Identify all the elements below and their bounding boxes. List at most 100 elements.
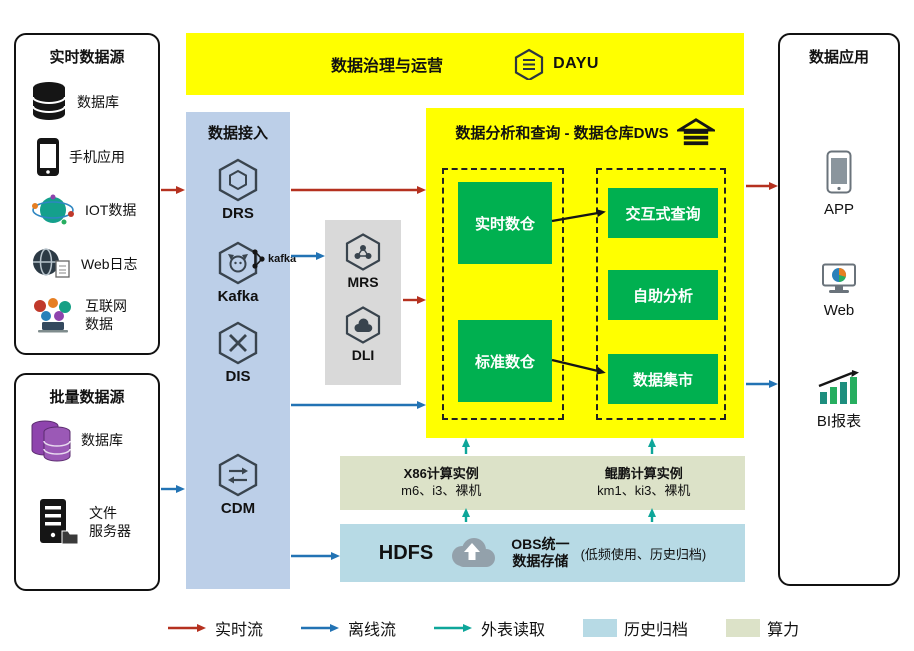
x86-spec: m6、i3、裸机	[401, 483, 482, 498]
dis-icon	[218, 321, 258, 365]
realtime-dwh-box: 实时数仓	[458, 182, 552, 264]
iot-icon	[32, 194, 74, 225]
applications-title: 数据应用	[808, 49, 869, 66]
batch-sources-panel: 批量数据源 数据库	[14, 373, 160, 591]
list-item: 数据库	[30, 417, 123, 463]
selfservice-analysis-box: 自助分析	[608, 270, 718, 320]
bi-chart-icon	[818, 370, 859, 404]
data-mart-box: 数据集市	[608, 354, 718, 404]
hdfs-label: HDFS	[378, 541, 434, 564]
dws-title: 数据分析和查询 - 数据仓库DWS	[455, 124, 669, 142]
kafka-label: Kafka	[217, 288, 259, 305]
storage-bar: HDFS OBS统一数据存储 (低频使用、历史归档)	[340, 524, 745, 582]
x86-title: X86计算实例	[403, 466, 479, 482]
applications-panel: 数据应用 APP Web	[778, 33, 900, 586]
legend-compute-label: 算力	[767, 622, 800, 639]
obs-label: OBS统一数据存储	[511, 536, 570, 569]
analytics-services-panel: MRS DLI	[325, 220, 401, 385]
obs-cloud-icon	[452, 538, 496, 567]
legend-external-read-label: 外表读取	[481, 622, 546, 639]
dwh-right-group: 交互式查询 自助分析 数据集市	[596, 168, 726, 420]
list-item: 文件服务器	[36, 497, 131, 547]
list-item: IOT数据	[30, 193, 136, 227]
cdm-service: CDM	[186, 452, 290, 517]
legend: 实时流 离线流 外表读取 历史归档 算力	[168, 616, 799, 640]
source-label: 数据库	[77, 93, 119, 110]
dis-service: DIS	[186, 320, 290, 385]
interactive-query-box: 交互式查询	[608, 188, 718, 238]
source-label: 数据库	[81, 431, 123, 448]
list-item: BI报表	[780, 370, 898, 432]
ingestion-title: 数据接入	[207, 125, 268, 142]
bi-label: BI报表	[816, 413, 862, 430]
realtime-sources-title: 实时数据源	[49, 49, 125, 66]
web-label: Web	[823, 302, 855, 319]
governance-title: 数据治理与运营	[331, 58, 444, 75]
dayu-logo-label: DAYU	[553, 55, 599, 72]
mrs-service: MRS	[325, 232, 401, 290]
internet-data-icon	[34, 298, 71, 333]
list-item: Web日志	[30, 247, 138, 281]
drs-label: DRS	[222, 205, 254, 222]
app-phone-icon	[826, 150, 852, 194]
kafka-badge-label: kafka	[268, 253, 297, 265]
dayu-logo: DAYU	[513, 48, 599, 80]
list-item: 手机应用	[36, 137, 125, 177]
legend-offline-label: 离线流	[348, 622, 397, 639]
compute-bar: X86计算实例 m6、i3、裸机 鲲鹏计算实例 km1、ki3、裸机	[340, 456, 745, 510]
kafka-logo-icon	[252, 249, 265, 269]
dws-panel: 数据分析和查询 - 数据仓库DWS 实时数仓 标准数仓 交互式查询 自助分析 数…	[426, 108, 744, 438]
legend-archive: 历史归档	[583, 616, 688, 640]
file-server-icon	[40, 499, 79, 545]
offline-arrow-icon	[301, 624, 340, 632]
database-purple-icon	[31, 420, 71, 462]
list-item: 互联网数据	[30, 297, 127, 333]
legend-realtime: 实时流	[168, 616, 263, 640]
drs-icon	[218, 158, 258, 202]
realtime-sources-panel: 实时数据源 数据库 手机应用	[14, 33, 160, 355]
dwh-left-group: 实时数仓 标准数仓	[442, 168, 564, 420]
cdm-icon	[218, 453, 258, 497]
kafka-badge: kafka	[250, 248, 296, 270]
web-icon	[822, 263, 856, 293]
dli-label: DLI	[351, 347, 375, 363]
governance-bar: 数据治理与运营 DAYU	[186, 33, 744, 95]
phone-icon	[37, 138, 59, 176]
cdm-label: CDM	[220, 500, 256, 517]
archive-swatch	[583, 619, 618, 637]
compute-swatch	[726, 619, 761, 637]
x86-compute-group: X86计算实例 m6、i3、裸机	[340, 466, 543, 500]
source-label: Web日志	[81, 255, 138, 272]
batch-sources-title: 批量数据源	[49, 389, 125, 406]
source-label: 手机应用	[69, 148, 125, 165]
source-label: 文件服务器	[89, 504, 131, 539]
warehouse-icon	[676, 118, 715, 146]
storage-note: (低频使用、历史归档)	[580, 546, 707, 562]
dli-service: DLI	[325, 305, 401, 363]
drs-service: DRS	[186, 157, 290, 222]
list-item: APP	[780, 150, 898, 220]
kunpeng-compute-group: 鲲鹏计算实例 km1、ki3、裸机	[543, 466, 746, 500]
dayu-hexagon-icon	[514, 48, 544, 80]
kunpeng-spec: km1、ki3、裸机	[597, 483, 691, 498]
mrs-icon	[345, 233, 381, 271]
web-log-icon	[33, 248, 70, 278]
database-icon	[32, 82, 66, 120]
list-item: Web	[780, 263, 898, 321]
source-label: IOT数据	[85, 201, 137, 218]
legend-external-read: 外表读取	[434, 616, 545, 640]
standard-dwh-box: 标准数仓	[458, 320, 552, 402]
ingestion-panel: 数据接入 DRS	[186, 112, 296, 589]
list-item: 数据库	[30, 80, 119, 124]
app-label: APP	[823, 201, 854, 218]
dis-label: DIS	[225, 368, 251, 385]
kunpeng-title: 鲲鹏计算实例	[604, 466, 683, 482]
legend-realtime-label: 实时流	[215, 622, 264, 639]
realtime-arrow-icon	[168, 624, 206, 632]
legend-archive-label: 历史归档	[624, 622, 689, 639]
kafka-service: kafka Kafka	[186, 240, 296, 305]
external-read-arrow-icon	[434, 624, 473, 632]
mrs-label: MRS	[347, 274, 379, 290]
source-label: 互联网数据	[85, 298, 127, 333]
